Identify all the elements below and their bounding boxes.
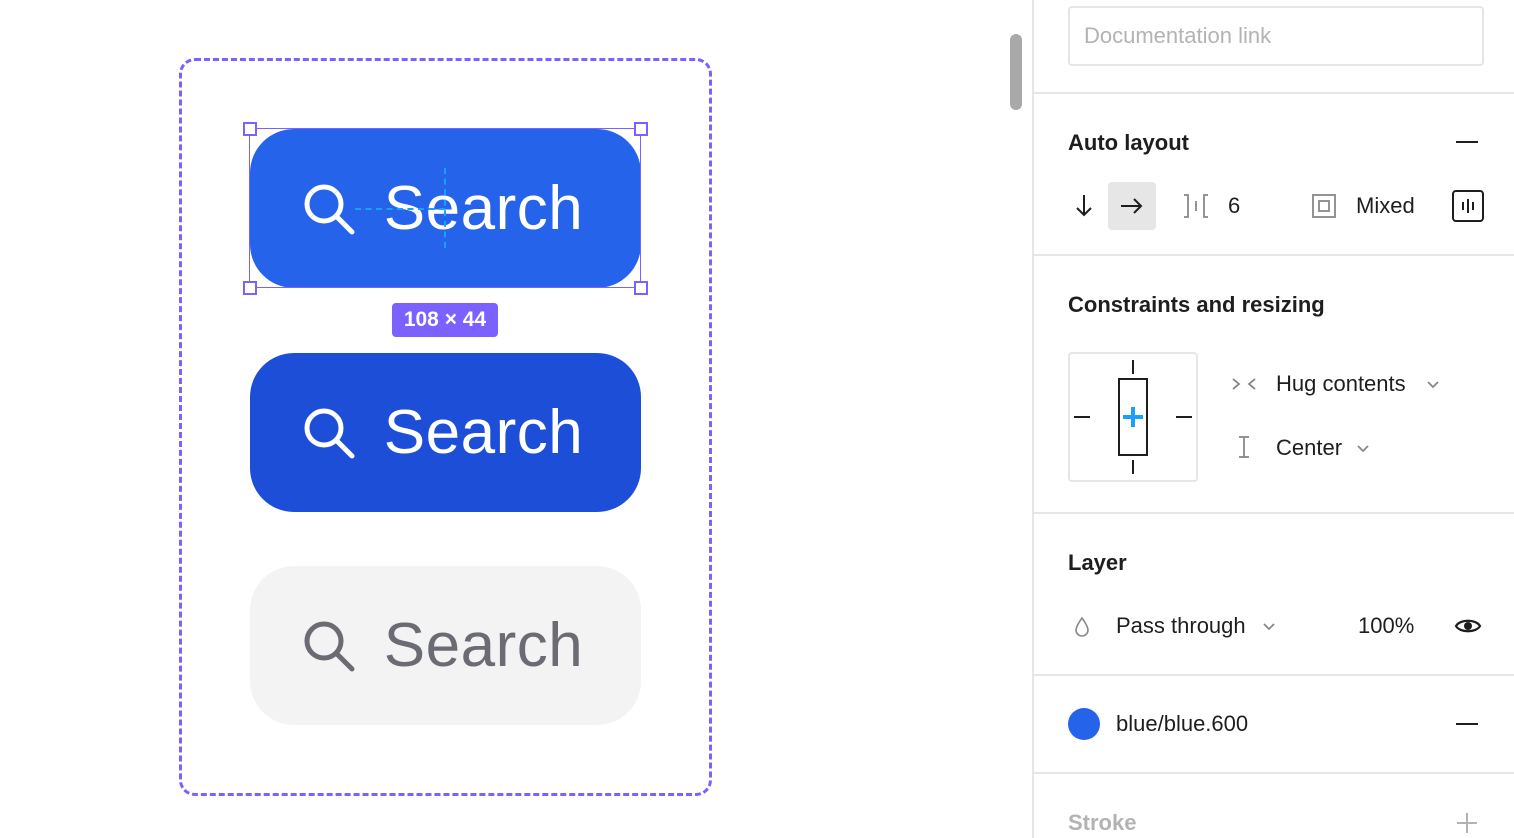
direction-vertical-button[interactable]	[1064, 182, 1104, 230]
spacing-guide-horizontal	[355, 208, 445, 210]
chevron-down-icon[interactable]	[1426, 380, 1440, 390]
alignment-button[interactable]	[1452, 190, 1484, 222]
padding-icon	[1308, 190, 1340, 222]
search-button-hover[interactable]: Search	[250, 353, 641, 512]
resize-handle-top-right[interactable]	[634, 122, 648, 136]
fill-color-swatch[interactable]	[1068, 708, 1100, 740]
hug-width-icon	[1230, 374, 1258, 394]
search-icon	[304, 408, 355, 458]
direction-horizontal-button[interactable]	[1108, 182, 1156, 230]
eye-icon[interactable]	[1452, 612, 1484, 640]
add-stroke-icon[interactable]	[1454, 810, 1480, 836]
align-center-icon	[1462, 199, 1474, 213]
layer-title: Layer	[1068, 550, 1127, 575]
resize-handle-bottom-right[interactable]	[634, 281, 648, 295]
component-set-frame[interactable]	[179, 58, 712, 796]
chevron-down-icon[interactable]	[1262, 622, 1276, 632]
search-button-disabled[interactable]: Search	[250, 566, 641, 725]
section-divider	[1034, 254, 1514, 256]
button-label: Search	[383, 397, 584, 467]
section-divider	[1034, 772, 1514, 774]
documentation-link-input[interactable]	[1068, 6, 1484, 66]
blend-mode-value[interactable]: Pass through	[1116, 613, 1246, 638]
constraint-widget[interactable]	[1068, 352, 1198, 482]
section-divider	[1034, 512, 1514, 514]
fill-style-name[interactable]: blue/blue.600	[1116, 711, 1249, 736]
resize-handle-top-left[interactable]	[243, 122, 257, 136]
button-label: Search	[383, 610, 584, 680]
properties-panel: Auto layout 6 Mixed	[1032, 0, 1514, 838]
padding-value[interactable]: Mixed	[1356, 193, 1415, 218]
search-button-default[interactable]: Search	[250, 129, 641, 288]
auto-layout-title: Auto layout	[1068, 130, 1189, 155]
vertical-constraint-value[interactable]: Center	[1276, 435, 1343, 460]
blend-mode-drop-icon	[1072, 614, 1092, 640]
search-icon	[304, 621, 355, 671]
selection-size-badge: 108 × 44	[392, 303, 498, 337]
item-spacing-value[interactable]: 6	[1228, 193, 1241, 218]
spacing-guide-vertical	[444, 168, 446, 248]
item-spacing-icon	[1180, 190, 1212, 222]
search-icon	[304, 184, 355, 234]
layer-opacity-value[interactable]: 100%	[1358, 613, 1415, 638]
resize-handle-bottom-left[interactable]	[243, 281, 257, 295]
arrow-down-icon	[1076, 195, 1092, 217]
section-divider	[1034, 674, 1514, 676]
width-resizing-value[interactable]: Hug contents	[1276, 371, 1406, 396]
section-divider	[1034, 92, 1514, 94]
constraints-title: Constraints and resizing	[1068, 292, 1325, 317]
remove-auto-layout-icon[interactable]	[1456, 141, 1478, 143]
remove-fill-icon[interactable]	[1456, 723, 1478, 725]
vertical-constraint-icon	[1234, 434, 1254, 460]
chevron-down-icon[interactable]	[1356, 444, 1370, 454]
stroke-title: Stroke	[1068, 810, 1137, 835]
arrow-right-icon	[1121, 198, 1143, 214]
canvas-scrollbar[interactable]	[1010, 34, 1022, 110]
design-canvas[interactable]: Search Search Search 108 × 44	[0, 0, 1032, 838]
